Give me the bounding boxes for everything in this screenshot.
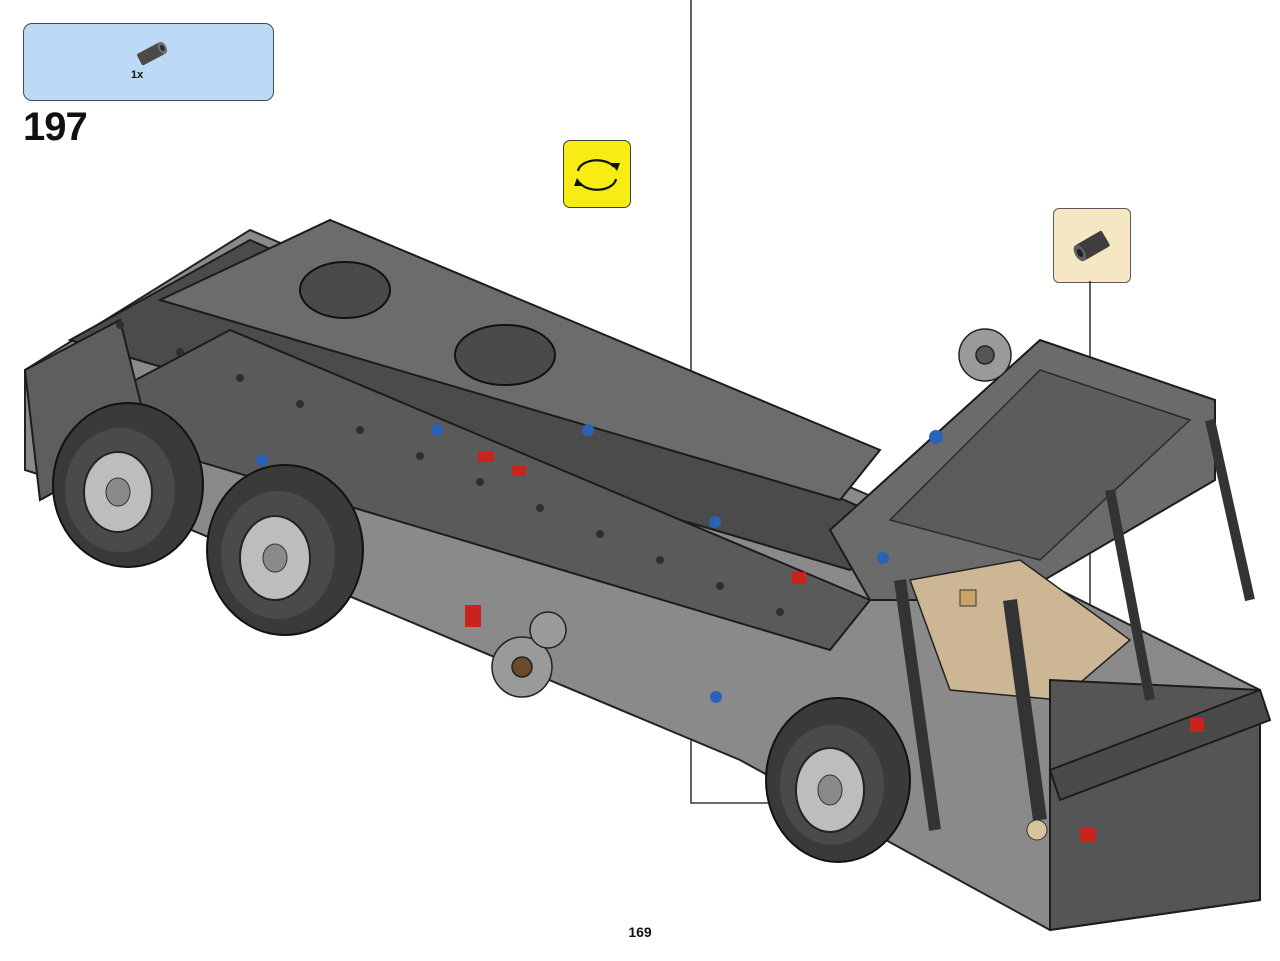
rail-holes — [116, 321, 784, 616]
front-wheel — [765, 697, 911, 863]
axle-connector-part-icon — [137, 41, 168, 66]
colored-pins — [256, 424, 1204, 842]
page-number: 169 — [628, 924, 652, 940]
gears — [491, 328, 1012, 698]
wheel-back-top-2 — [454, 324, 556, 386]
rear-wheel-2 — [206, 464, 364, 636]
wheel-back-top-1 — [299, 261, 391, 319]
axle-connector-callout-icon — [1073, 230, 1110, 262]
rear-wheel-1 — [52, 402, 204, 568]
part-callout-box — [1053, 208, 1131, 283]
step-number: 197 — [23, 105, 88, 149]
rotate-model-icon — [563, 140, 631, 208]
part-quantity: 1x — [131, 69, 144, 81]
parts-list-box: 1x — [23, 23, 274, 101]
